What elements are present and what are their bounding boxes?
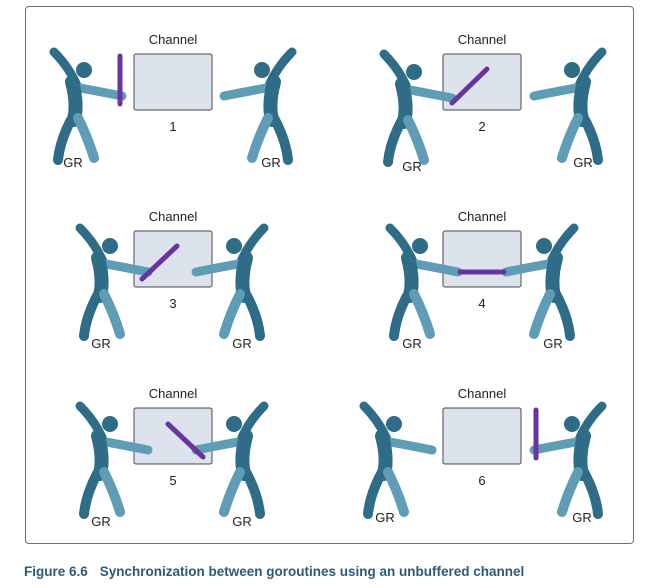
channel-box — [442, 230, 522, 288]
step-number: 4 — [478, 296, 485, 311]
channel-label: Channel — [149, 32, 198, 47]
gr-label-right: GR — [543, 336, 563, 351]
step-number: 3 — [169, 296, 176, 311]
gr-label-right: GR — [261, 155, 281, 170]
gr-label-left: GR — [402, 336, 422, 351]
panel-3: Channel 3 GR GR — [80, 209, 264, 351]
gr-label-left: GR — [91, 514, 111, 529]
figure-number: Figure 6.6 — [24, 564, 88, 579]
channel-label: Channel — [458, 209, 507, 224]
channel-box — [133, 53, 213, 111]
step-number: 2 — [478, 119, 485, 134]
channel-label: Channel — [149, 386, 198, 401]
panel-1: Channel 1 GR GR — [54, 32, 292, 170]
goroutine-right-figure — [224, 52, 292, 160]
baton — [139, 243, 180, 282]
step-number: 1 — [169, 119, 176, 134]
goroutine-left-figure — [54, 52, 122, 160]
baton — [449, 66, 490, 106]
gr-label-right: GR — [572, 510, 592, 525]
goroutine-right-figure — [534, 52, 602, 160]
gr-label-right: GR — [573, 155, 593, 170]
gr-label-left: GR — [91, 336, 111, 351]
panel-2: Channel 2 GR GR — [384, 32, 602, 174]
gr-label-right: GR — [232, 336, 252, 351]
figure-caption-text: Synchronization between goroutines using… — [99, 564, 525, 579]
diagram-frame — [25, 6, 634, 544]
step-number: 5 — [169, 473, 176, 488]
step-number: 6 — [478, 473, 485, 488]
gr-label-right: GR — [232, 514, 252, 529]
channel-box — [442, 407, 522, 465]
panel-4: Channel 4 GR GR — [390, 209, 574, 351]
gr-label-left: GR — [402, 159, 422, 174]
goroutine-left-figure — [364, 406, 432, 514]
gr-label-left: GR — [375, 510, 395, 525]
panel-6: Channel 6 GR GR — [364, 386, 602, 525]
panel-5: Channel 5 GR GR — [80, 386, 264, 529]
channel-label: Channel — [458, 32, 507, 47]
channel-label: Channel — [458, 386, 507, 401]
baton — [165, 421, 206, 460]
channel-label: Channel — [149, 209, 198, 224]
goroutine-left-figure — [384, 54, 452, 162]
figure-caption: Figure 6.6 Synchronization between gorout… — [24, 564, 524, 579]
goroutine-right-figure — [534, 406, 602, 514]
gr-label-left: GR — [63, 155, 83, 170]
